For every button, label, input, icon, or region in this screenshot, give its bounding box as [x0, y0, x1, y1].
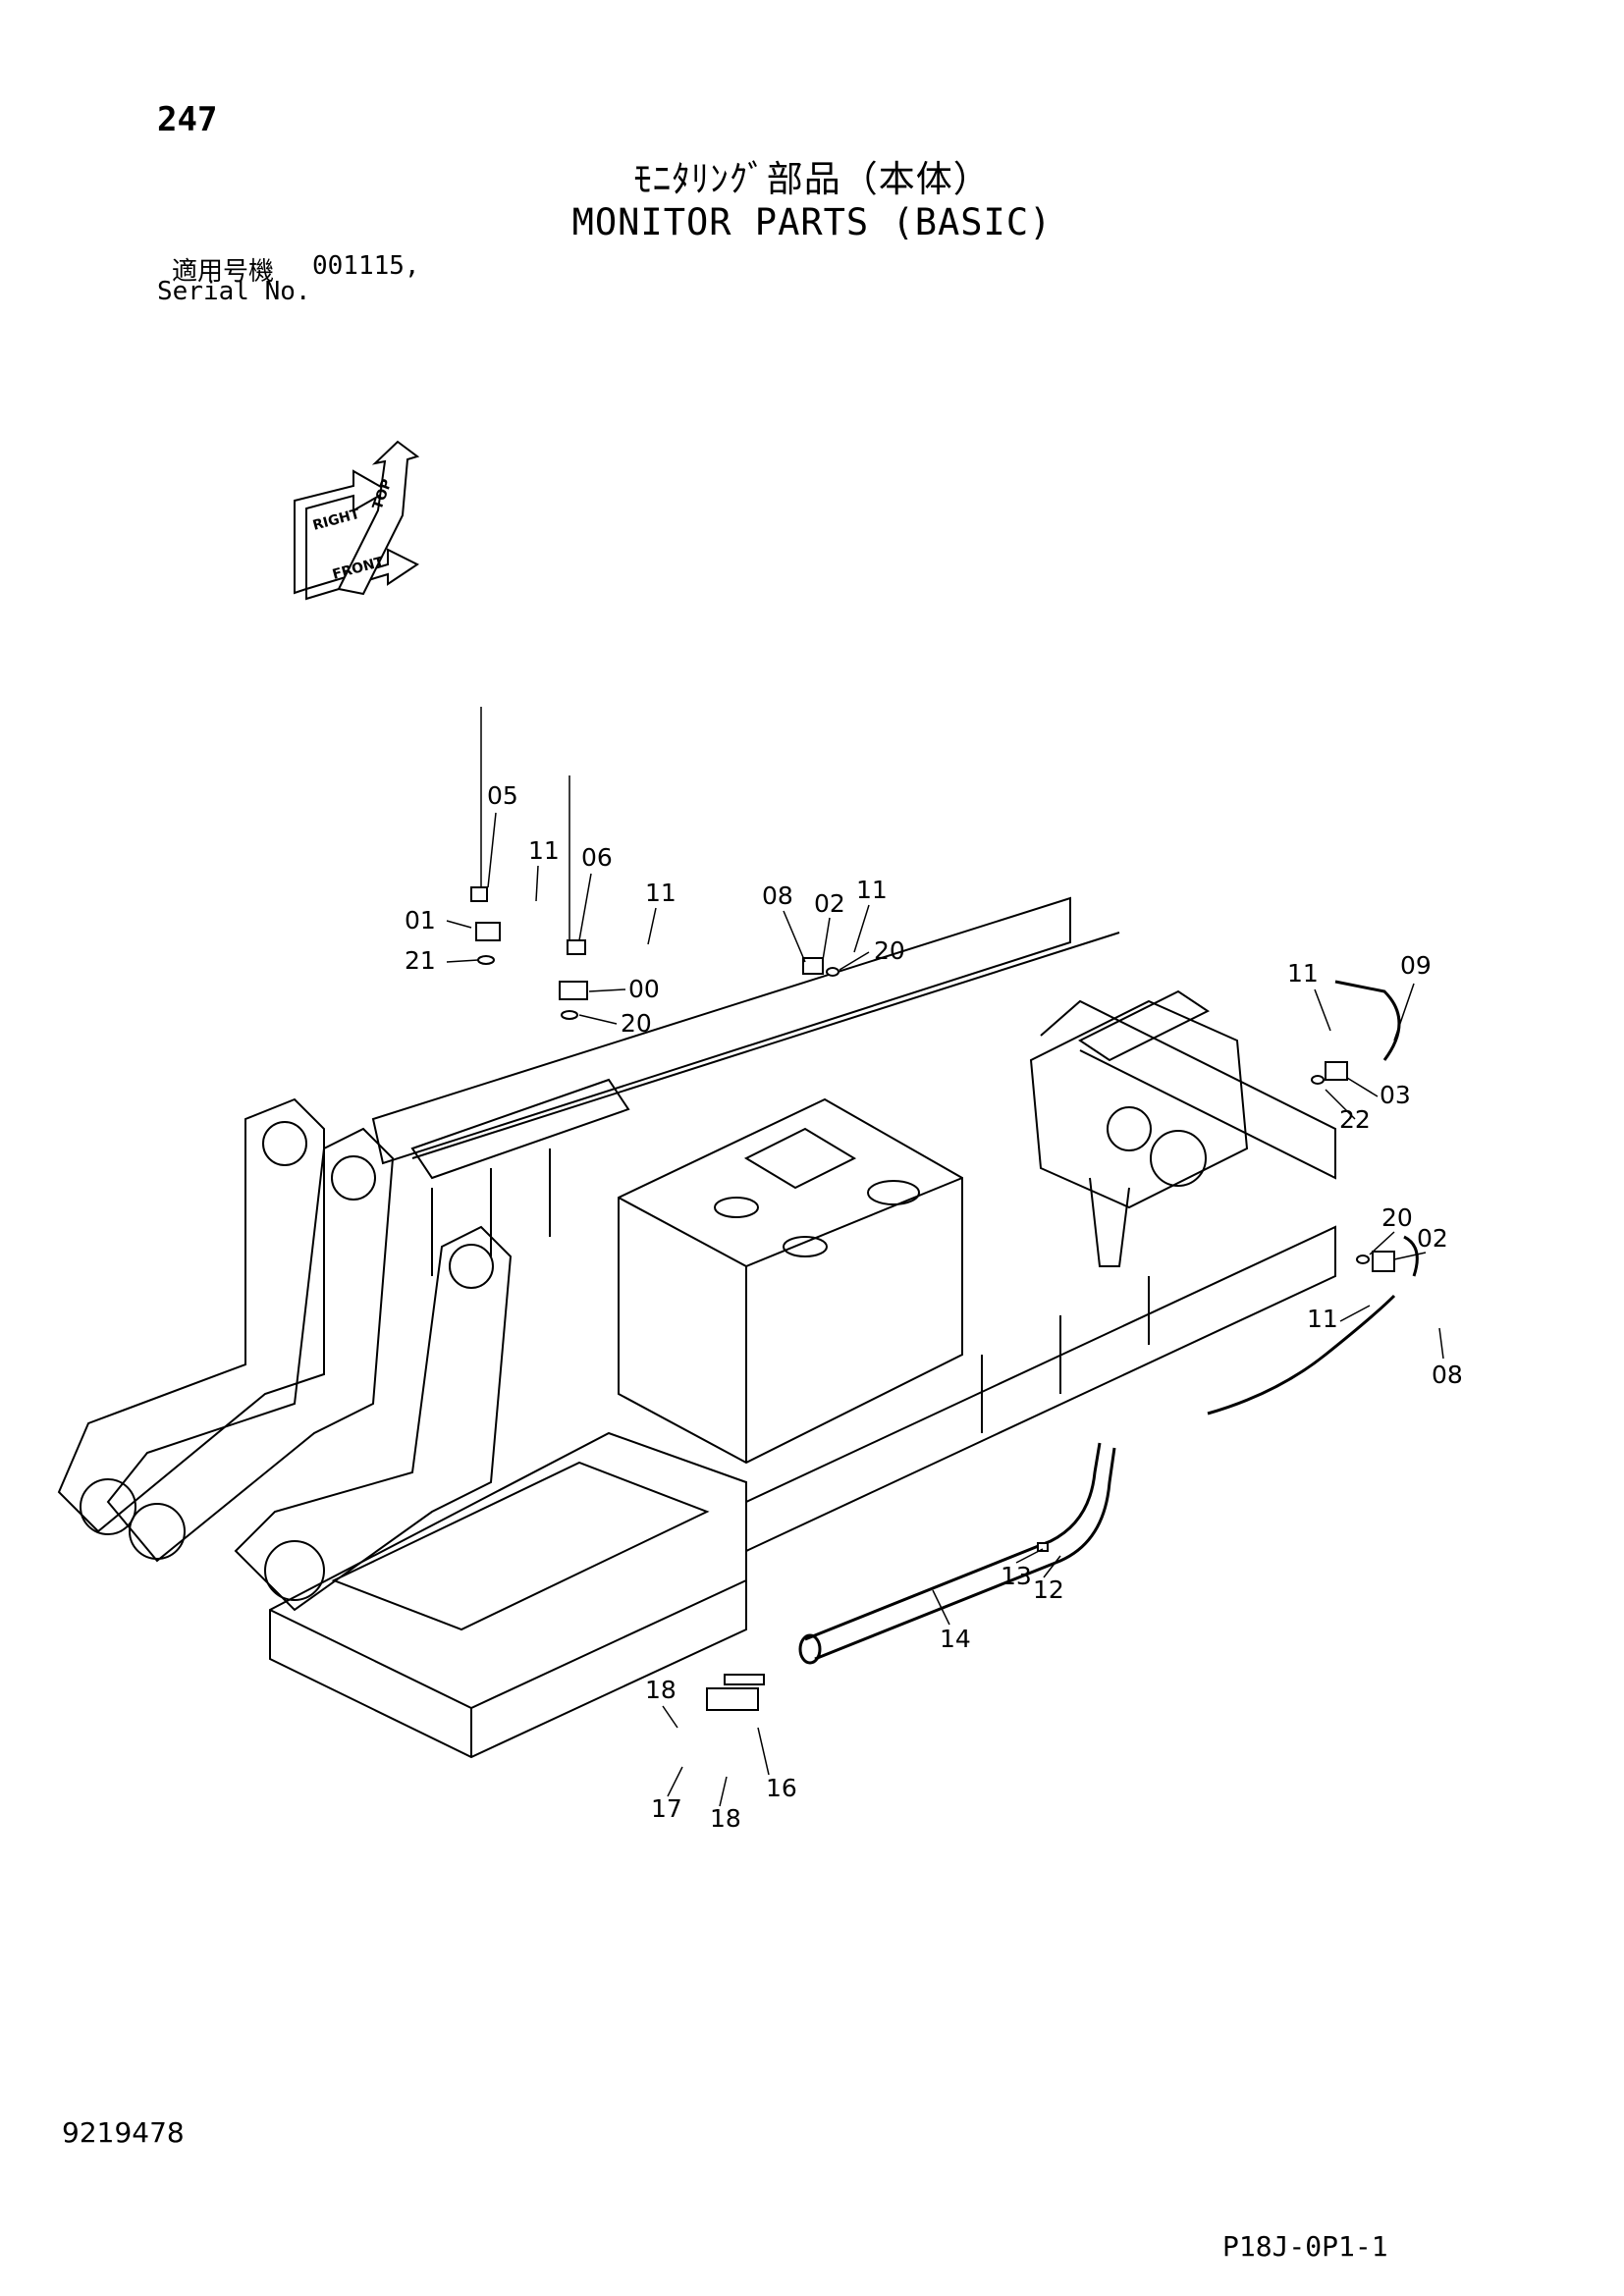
- callout-18: 18: [710, 1804, 741, 1833]
- serial-number-value: 001115,: [312, 251, 420, 281]
- callout-11: 11: [528, 836, 560, 865]
- callout-22: 22: [1339, 1105, 1371, 1134]
- callout-20: 20: [1381, 1203, 1413, 1232]
- callout-12: 12: [1033, 1575, 1064, 1604]
- callout-13: 13: [1001, 1562, 1032, 1590]
- drawing-number: 9219478: [62, 2116, 185, 2149]
- callout-05: 05: [487, 781, 518, 810]
- orientation-indicator-icon: TOP RIGHT FRONT: [294, 440, 420, 601]
- drawing-code: P18J-0P1-1: [1222, 2230, 1388, 2263]
- callout-11: 11: [856, 876, 888, 904]
- callout-17: 17: [651, 1794, 682, 1823]
- monitoring-parts-drawing: [470, 886, 1395, 1711]
- page-title-english: MONITOR PARTS (BASIC): [571, 201, 1053, 243]
- callout-11: 11: [1307, 1305, 1338, 1333]
- callout-20: 20: [621, 1009, 652, 1038]
- callout-02: 02: [1417, 1224, 1448, 1253]
- callout-16: 16: [766, 1774, 797, 1802]
- callout-00: 00: [628, 975, 660, 1003]
- leader-lines: [446, 707, 1444, 1807]
- serial-label-english: Serial No.: [157, 277, 311, 306]
- callout-18: 18: [645, 1676, 677, 1704]
- callout-01: 01: [405, 906, 436, 934]
- callout-20: 20: [874, 936, 905, 965]
- machine-frame-drawing: [57, 896, 1336, 1759]
- callout-14: 14: [940, 1625, 971, 1653]
- callout-11: 11: [1287, 959, 1319, 988]
- page-title-japanese: ﾓﾆﾀﾘﾝｸﾞ部品（本体）: [633, 158, 991, 200]
- callout-03: 03: [1380, 1081, 1411, 1109]
- callout-09: 09: [1400, 951, 1432, 980]
- page-number: 247: [157, 100, 218, 139]
- callout-21: 21: [405, 946, 436, 975]
- serial-label-japanese: 適用号機: [172, 257, 275, 287]
- callout-08: 08: [762, 881, 793, 910]
- hose-drawing: [798, 980, 1419, 1665]
- callout-11: 11: [645, 879, 677, 907]
- callout-02: 02: [814, 889, 845, 918]
- orientation-label-right: RIGHT: [311, 507, 362, 534]
- callout-06: 06: [581, 843, 613, 872]
- callout-08: 08: [1432, 1361, 1463, 1389]
